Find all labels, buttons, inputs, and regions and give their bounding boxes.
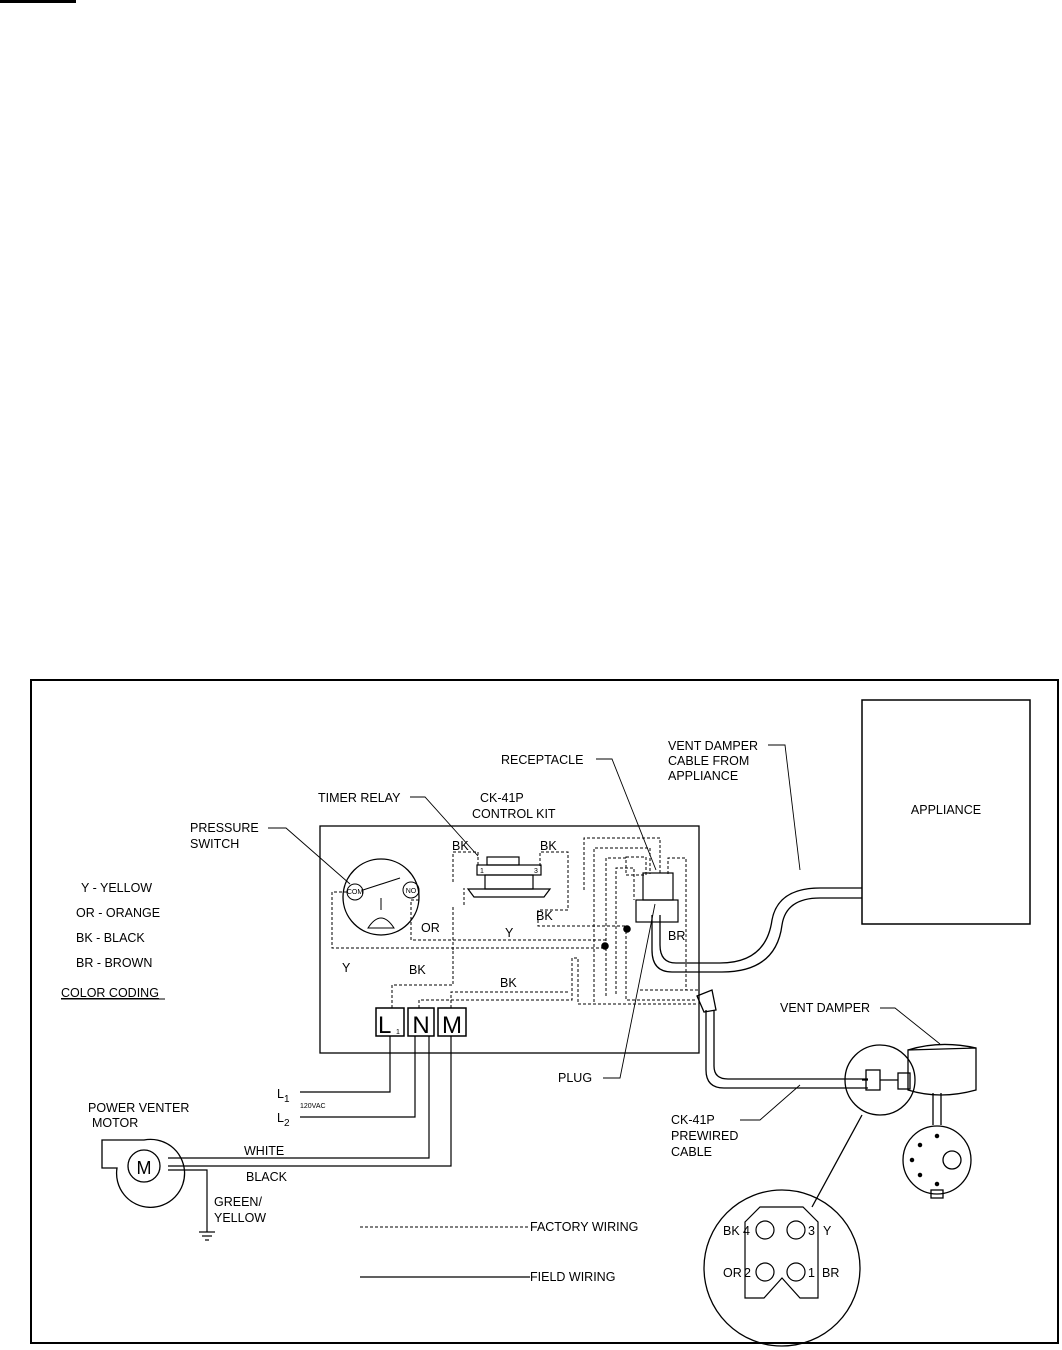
field-wiring-lines: [168, 1036, 452, 1232]
receptacle-label: RECEPTACLE: [501, 753, 583, 767]
wire-tag-bk: BK: [536, 909, 553, 923]
terminal-block: L 1 N M: [375, 1007, 467, 1039]
motor-m-label: M: [137, 1158, 152, 1178]
wire-tag-bk: BK: [540, 839, 557, 853]
plug-label: PLUG: [558, 1071, 592, 1085]
vent-cable-label-2: CABLE FROM: [668, 754, 749, 768]
color-code-brown: BR - BROWN: [76, 956, 152, 970]
vent-damper: [897, 1043, 977, 1199]
appliance-label: APPLIANCE: [911, 803, 981, 817]
color-code-black: BK - BLACK: [76, 931, 145, 945]
junction-dot: [601, 942, 609, 950]
supply-l1: L1: [277, 1087, 290, 1105]
factory-wiring-legend-label: FACTORY WIRING: [530, 1220, 638, 1234]
pin-3-label: 3: [808, 1224, 815, 1238]
supply-l2: L2: [277, 1111, 290, 1129]
color-code-yellow: Y - YELLOW: [81, 881, 152, 895]
pin-1-label: 1: [808, 1266, 815, 1280]
prewired-cable-label-3: CABLE: [671, 1145, 712, 1159]
wire-tag-bk: BK: [500, 976, 517, 990]
field-wiring-legend-label: FIELD WIRING: [530, 1270, 615, 1284]
ground-icon: [199, 1231, 215, 1241]
relay-pin-3: 3: [534, 868, 538, 875]
color-coding-title: COLOR CODING: [61, 986, 159, 1000]
wire-tag-y: Y: [342, 961, 351, 975]
pin1-wire-tag: BR: [822, 1266, 839, 1280]
vent-damper-label: VENT DAMPER: [780, 1001, 870, 1015]
pin-2-label: 2: [744, 1266, 751, 1280]
pin3-wire-tag: Y: [823, 1224, 832, 1238]
com-terminal-label: COM: [347, 889, 364, 896]
wire-tag-or: OR: [421, 921, 440, 935]
timer-relay-label: TIMER RELAY: [318, 791, 401, 805]
callout-leaders: [268, 744, 941, 1121]
pressure-switch: COM NO: [342, 858, 420, 936]
pressure-switch-label-1: PRESSURE: [190, 821, 259, 835]
ground-label-2: YELLOW: [214, 1211, 266, 1225]
terminal-n: N: [412, 1012, 429, 1039]
pin2-wire-tag: OR: [723, 1266, 742, 1280]
prewired-cable-label-1: CK-41P: [671, 1113, 715, 1127]
wire-tag-y: Y: [505, 926, 514, 940]
diagram-frame: [30, 679, 1059, 1344]
factory-wiring-lines: [331, 837, 698, 1008]
wire-tag-bk: BK: [409, 963, 426, 977]
top-rule: [0, 0, 76, 3]
ground-label-1: GREEN/: [214, 1195, 262, 1209]
connector-detail: BK 4 3 Y OR 2 1 BR: [703, 1189, 861, 1347]
black-wire-label: BLACK: [246, 1170, 288, 1184]
prewired-cable-label-2: PREWIRED: [671, 1129, 738, 1143]
color-code-orange: OR - ORANGE: [76, 906, 160, 920]
vent-cable-label-1: VENT DAMPER: [668, 739, 758, 753]
white-wire-label: WHITE: [244, 1144, 284, 1158]
pin-4-label: 4: [743, 1224, 750, 1238]
pressure-switch-label-2: SWITCH: [190, 837, 239, 851]
timer-relay: 1 3: [466, 856, 552, 898]
motor-label-1: POWER VENTER: [88, 1101, 189, 1115]
power-venter-motor: M: [101, 1138, 186, 1208]
terminal-l1: L: [378, 1012, 391, 1039]
vent-cable-label-3: APPLIANCE: [668, 769, 738, 783]
wire-tag-br: BR: [668, 929, 685, 943]
receptacle: [625, 856, 679, 923]
junction-dot: [623, 925, 631, 933]
appliance-box: APPLIANCE: [861, 699, 1031, 925]
terminal-l1-subscript: 1: [396, 1029, 400, 1036]
wire-tag-bk: BK: [452, 839, 469, 853]
control-kit-label-1: CK-41P: [480, 791, 524, 805]
connector-callout-small: [811, 1044, 916, 1208]
supply-voltage: 120VAC: [300, 1103, 326, 1110]
control-kit-box: [319, 825, 700, 1054]
prewired-cable: [696, 989, 868, 1089]
relay-pin-1: 1: [480, 868, 484, 875]
pin4-wire-tag: BK: [723, 1224, 740, 1238]
control-kit-label-2: CONTROL KIT: [472, 807, 556, 821]
motor-label-2: MOTOR: [92, 1116, 138, 1130]
no-terminal-label: NO: [406, 888, 417, 895]
vent-damper-cable: [651, 887, 862, 973]
terminal-m: M: [442, 1012, 462, 1039]
